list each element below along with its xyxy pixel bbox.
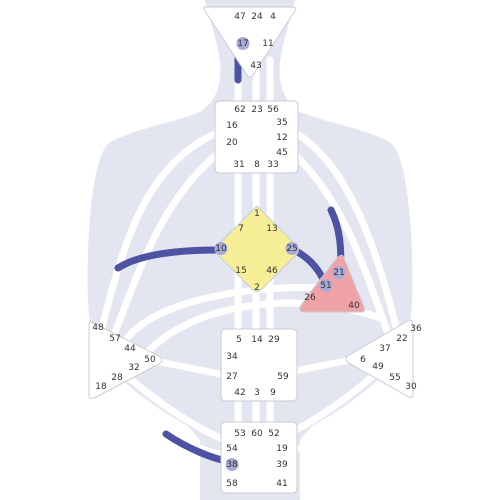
gate-35: 35 [276,118,287,128]
gate-29: 29 [268,335,280,345]
gate-25: 25 [286,244,297,254]
channel-line [96,126,229,339]
center-g [215,205,299,292]
gate-33: 33 [267,160,278,170]
gate-60: 60 [251,429,263,439]
gate-62: 62 [234,105,245,115]
gate-16: 16 [226,121,238,131]
gate-9: 9 [270,388,276,398]
gate-24: 24 [251,12,263,22]
gate-19: 19 [276,444,288,454]
gate-59: 59 [277,372,289,382]
gate-55: 55 [389,373,400,383]
center-sacral [220,328,298,402]
gate-11: 11 [262,39,273,49]
gate-7: 7 [238,224,244,234]
gate-26: 26 [304,293,316,303]
gate-40: 40 [348,301,360,311]
center-head [203,6,297,78]
gate-57: 57 [109,334,120,344]
gate-28: 28 [111,373,123,383]
gate-1: 1 [254,209,260,219]
gate-48: 48 [92,323,104,333]
gate-13: 13 [266,224,277,234]
channel-line [106,146,226,349]
center-spleen [88,321,163,399]
gate-12: 12 [276,133,287,143]
gate-36: 36 [410,324,422,334]
center-root [220,421,298,494]
gate-44: 44 [124,344,136,354]
gate-10: 10 [215,244,227,254]
gate-8: 8 [254,160,260,170]
gate-41: 41 [276,479,287,489]
gate-53: 53 [234,429,245,439]
gate-46: 46 [266,266,278,276]
gate-42: 42 [234,388,245,398]
gate-4: 4 [270,12,276,22]
gate-50: 50 [144,355,156,365]
gate-38-highlight [225,458,239,471]
center-solar-plexus [345,319,414,398]
gate-15: 15 [235,266,246,276]
gate-17-highlight [236,37,250,50]
gate-52: 52 [268,429,279,439]
center-throat [214,100,299,174]
gate-14: 14 [251,335,263,345]
gate-45: 45 [276,148,287,158]
gate-58: 58 [226,479,238,489]
channel-line [101,371,229,459]
gate-27: 27 [226,372,237,382]
gate-49: 49 [372,362,384,372]
gate-38: 38 [226,460,238,470]
gate-37: 37 [379,344,390,354]
gate-34: 34 [226,352,238,362]
gate-5: 5 [236,335,242,345]
gate-21: 21 [333,268,344,278]
gate-18: 18 [95,382,107,392]
centers [88,6,414,494]
gate-2: 2 [254,283,260,293]
active-channel-gate-10-stub [114,246,222,272]
gate-25-highlight [285,242,299,255]
gate-51: 51 [320,281,331,291]
gate-43: 43 [250,61,261,71]
channel-line [286,126,402,339]
gate-23: 23 [251,105,262,115]
gate-20: 20 [226,138,238,148]
gate-54: 54 [226,444,238,454]
gate-32: 32 [128,363,139,373]
gate-10-highlight [214,242,228,255]
gate-21-highlight [332,266,346,279]
gate-30: 30 [405,382,417,392]
gate-6: 6 [360,355,366,365]
gate-17: 17 [237,39,248,49]
gate-39: 39 [276,460,288,470]
gate-31: 31 [233,160,244,170]
gate-47: 47 [234,12,245,22]
gate-51-highlight [319,279,333,292]
gate-3: 3 [254,388,260,398]
gate-56: 56 [267,105,279,115]
gate-22: 22 [396,334,407,344]
